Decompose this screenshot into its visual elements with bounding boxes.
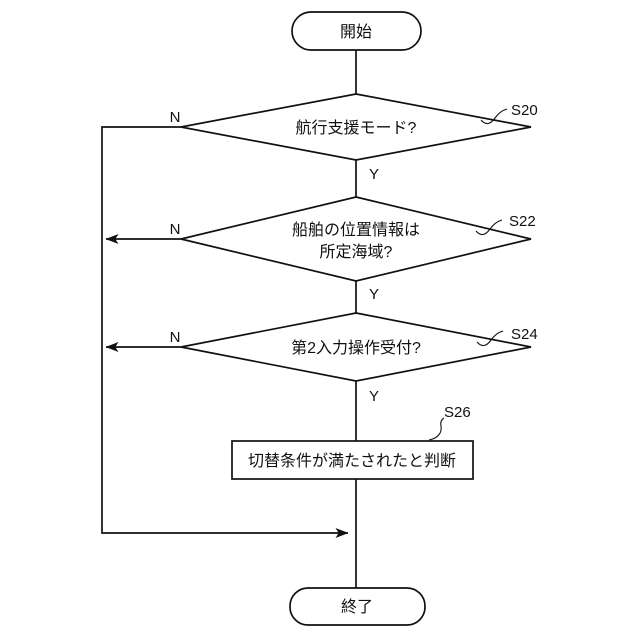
process-s26-box: [231, 440, 474, 480]
s22-leader-line: [475, 219, 503, 236]
s24-yes-label: Y: [369, 388, 379, 405]
s22-yes-label: Y: [369, 286, 379, 303]
end-label: 終了: [341, 598, 373, 616]
s20-leader-line: [480, 108, 508, 125]
decision-s20-node: 航行支援モード? S20 N Y: [170, 93, 538, 183]
s22-no-label: N: [170, 221, 181, 238]
connectors: [101, 50, 357, 588]
s22-step-id: S22: [509, 213, 536, 230]
start-node: 開始: [291, 11, 422, 51]
decision-s24-node: 第2入力操作受付? S24 N Y: [170, 312, 538, 405]
end-terminal: [289, 587, 426, 626]
decision-s22-label-line2: 所定海域?: [320, 243, 393, 261]
s24-leader-line: [476, 330, 504, 347]
s24-no-label: N: [170, 329, 181, 346]
connector-s20-no-bypass: [101, 126, 349, 538]
start-label: 開始: [340, 23, 372, 41]
s20-yes-label: Y: [369, 166, 379, 183]
decision-s24-diamond: [180, 312, 532, 382]
decision-s22-diamond: [180, 196, 532, 282]
decision-s22-node: 船舶の位置情報は 所定海域? S22 N Y: [170, 196, 536, 303]
decision-s20-diamond: [180, 93, 532, 161]
process-s26-node: 切替条件が満たされたと判断 S26: [231, 404, 474, 480]
decision-s20-label: 航行支援モード?: [296, 119, 417, 137]
s20-step-id: S20: [511, 102, 538, 119]
start-terminal: [291, 11, 422, 51]
end-node: 終了: [289, 587, 426, 626]
decision-s22-label-line1: 船舶の位置情報は: [292, 221, 420, 239]
s26-leader-line: [428, 417, 445, 441]
s26-step-id: S26: [444, 404, 471, 421]
decision-s24-label: 第2入力操作受付?: [291, 339, 421, 357]
s20-no-label: N: [170, 109, 181, 126]
s24-step-id: S24: [511, 326, 538, 343]
process-s26-label: 切替条件が満たされたと判断: [248, 452, 456, 470]
